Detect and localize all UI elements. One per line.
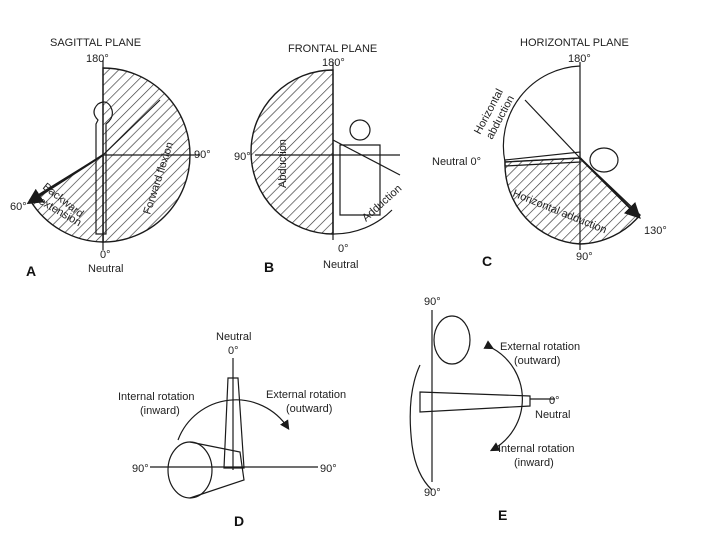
frontal-figure-head [349, 119, 371, 141]
panel-a-plane-title: SAGITTAL PLANE [50, 37, 141, 49]
horizontal-head-outline [589, 147, 619, 173]
panel-c-plane-title: HORIZONTAL PLANE [520, 37, 629, 49]
panel-b-letter: B [264, 259, 274, 275]
horizontal-adduction-arrow [579, 157, 641, 219]
panel-b-left-angle: 90° [234, 151, 251, 163]
panel-d-neutral: Neutral [216, 331, 251, 343]
panel-e-top-angle: 90° [424, 296, 441, 308]
panel-b-frontal: FRONTAL PLANE 180° 90° 0° Neutral Abduct… [234, 43, 404, 275]
panel-e-rotation-arc [483, 340, 523, 452]
panel-e-int-2: (inward) [514, 457, 554, 469]
panel-d-rotation-arc [177, 399, 290, 441]
panel-c-right-angle: 130° [644, 225, 667, 237]
panel-a-left-angle: 60° [10, 201, 27, 213]
panel-e-rotation: 90° External rotation (outward) 0° Neutr… [409, 296, 580, 523]
horizontal-abduction-line [524, 99, 581, 159]
panel-d-left-angle: 90° [132, 463, 149, 475]
panel-d-upper-arm [189, 441, 245, 499]
panel-d-letter: D [234, 513, 244, 529]
panel-b-abduction: Abduction [277, 139, 289, 188]
panel-c-bottom-angle: 90° [576, 251, 593, 263]
panel-a-bottom-angle: 0° [100, 249, 111, 261]
panel-e-letter: E [498, 507, 507, 523]
horizontal-adduction-range [504, 157, 641, 245]
frontal-arm-line [332, 139, 401, 176]
panel-e-ext-2: (outward) [514, 355, 560, 367]
panel-b-bottom-angle: 0° [338, 243, 349, 255]
sagittal-figure-outline [93, 101, 113, 235]
panel-d-rotation: Neutral 0° Internal rotation (inward) Ex… [118, 331, 346, 529]
panel-c-horizontal: HORIZONTAL PLANE 180° Neutral 0° 90° 130… [432, 37, 667, 269]
panel-b-plane-title: FRONTAL PLANE [288, 43, 377, 55]
panel-d-int-1: Internal rotation [118, 391, 194, 403]
panel-e-ext-1: External rotation [500, 341, 580, 353]
horizontal-arm-outline [504, 151, 581, 167]
sagittal-diagonal [102, 99, 161, 156]
panel-b-neutral: Neutral [323, 259, 358, 271]
panel-c-neutral: Neutral 0° [432, 156, 481, 168]
panel-d-right-angle: 90° [320, 463, 337, 475]
panel-d-ext-1: External rotation [266, 389, 346, 401]
panel-e-neutral: Neutral [535, 409, 570, 421]
panel-e-head [433, 315, 471, 365]
panel-e-int-1: Internal rotation [498, 443, 574, 455]
frontal-figure-torso [339, 144, 381, 216]
panel-d-forearm [223, 377, 245, 469]
panel-e-bottom-angle: 90° [424, 487, 441, 499]
panel-a-letter: A [26, 263, 36, 279]
panel-a-right-angle: 90° [194, 149, 211, 161]
sagittal-extension-arrow [26, 154, 104, 205]
panel-c-letter: C [482, 253, 492, 269]
panel-a-top-angle: 180° [86, 53, 109, 65]
panel-d-zero: 0° [228, 345, 239, 357]
panel-e-zero: 0° [549, 395, 560, 407]
panel-e-arm [419, 391, 531, 413]
panel-a-neutral: Neutral [88, 263, 123, 275]
panel-a-sagittal: SAGITTAL PLANE 180° 90° 60° 0° Neutral F… [10, 37, 211, 279]
panel-d-ext-2: (outward) [286, 403, 332, 415]
panel-d-int-2: (inward) [140, 405, 180, 417]
panel-c-top-angle: 180° [568, 53, 591, 65]
panel-e-body-outline [409, 364, 433, 491]
panel-d-upper-arm-end [167, 441, 213, 499]
horizontal-abduction-arc [502, 65, 581, 163]
frontal-abduction-range [250, 69, 334, 235]
